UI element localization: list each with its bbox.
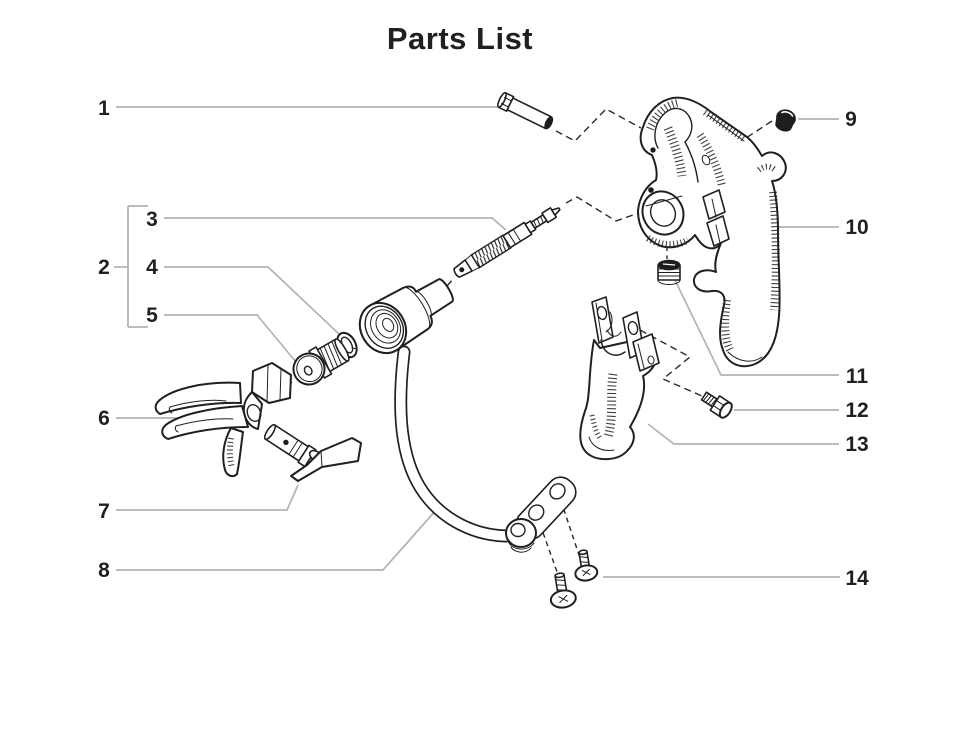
page-title: Parts List [386, 21, 534, 56]
trigger-block [632, 333, 660, 372]
trigger-slot-tab [702, 189, 726, 220]
callout-label-5: 5 [146, 304, 158, 327]
trigger-slot-tab [706, 215, 730, 247]
callout-label-13: 13 [845, 433, 868, 456]
leader-7 [116, 484, 299, 511]
callout-label-10: 10 [845, 216, 868, 239]
part-seat [292, 338, 350, 386]
part-suction-tube [394, 345, 577, 553]
part-tip-guard [154, 362, 292, 478]
part-handle-screw [775, 109, 796, 132]
spring-coil [470, 234, 512, 269]
part-spray-tip [263, 423, 362, 482]
callout-label-12: 12 [845, 399, 868, 422]
part-gun-body [637, 96, 787, 368]
leader-lines [114, 106, 840, 578]
guard-fin [222, 427, 244, 478]
part-trigger-screw [700, 391, 733, 419]
tube-outer [394, 345, 513, 543]
callout-label-6: 6 [98, 407, 110, 430]
part-pivot-pin [497, 91, 554, 130]
callout-label-3: 3 [146, 208, 158, 231]
leader-11 [672, 275, 839, 376]
align-needle-to-bore [565, 196, 651, 222]
part-trigger [579, 296, 660, 461]
leader-3 [164, 217, 507, 231]
align-neck-to-needle [446, 277, 455, 287]
align-trigger-to-bolt [639, 329, 703, 397]
tube-pivot [505, 518, 537, 548]
leader-8 [116, 508, 438, 571]
align-pin-to-gun [555, 108, 642, 142]
callout-label-2: 2 [98, 256, 110, 279]
leader-13 [647, 423, 839, 445]
callout-label-11: 11 [846, 365, 869, 388]
callout-labels: 1 2 3 4 5 6 7 8 9 10 11 12 13 14 [98, 97, 869, 590]
callout-label-4: 4 [146, 256, 158, 279]
part-needle-assembly [453, 207, 561, 278]
swivel-fitting [358, 278, 454, 355]
callout-label-9: 9 [845, 108, 857, 131]
leader-4 [164, 266, 340, 335]
align-screw9-to-gun [745, 120, 773, 139]
seat-face [292, 352, 326, 386]
guard-nut [251, 362, 292, 404]
leader-5 [164, 314, 297, 363]
callout-label-7: 7 [98, 500, 110, 523]
part-set-screw [657, 259, 681, 285]
guard-upper-prong [154, 381, 242, 415]
bore-opening [641, 190, 685, 236]
callout-label-1: 1 [98, 97, 110, 120]
part-screws [549, 549, 599, 609]
callout-label-8: 8 [98, 559, 110, 582]
bracket-2 [127, 205, 148, 328]
guard-lower-prong [161, 405, 249, 440]
callout-label-14: 14 [845, 567, 869, 590]
tube-inner [395, 347, 511, 541]
